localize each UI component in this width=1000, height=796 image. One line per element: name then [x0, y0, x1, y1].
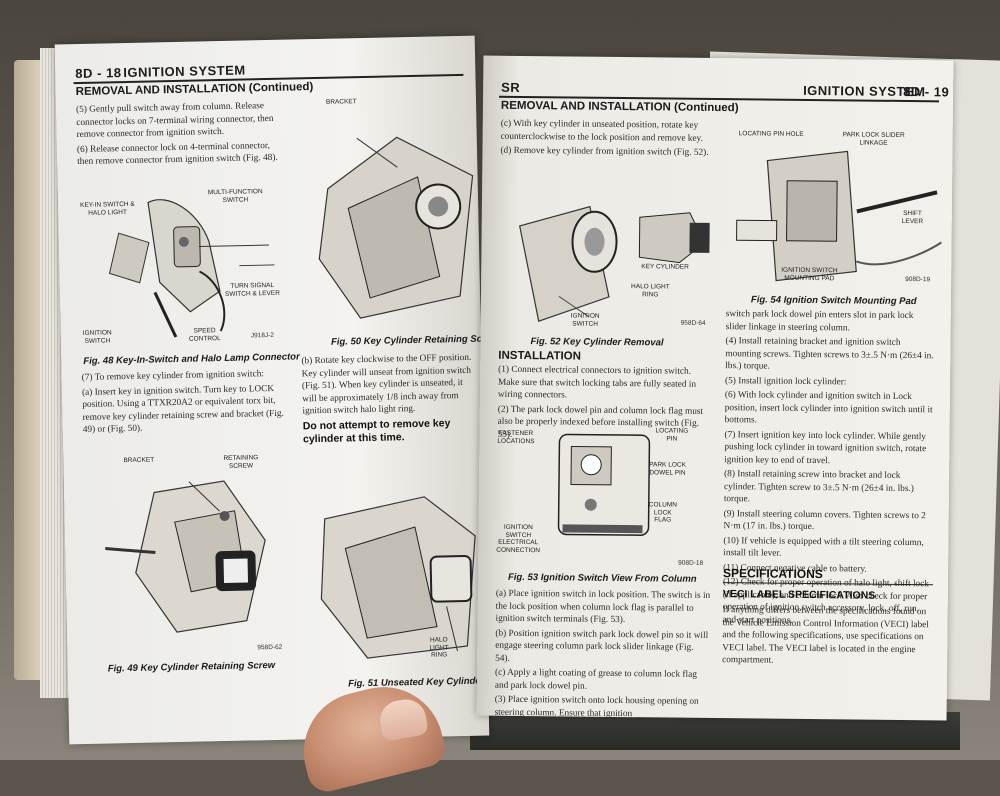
fig52-caption: Fig. 52 Key Cylinder Removal: [530, 336, 664, 349]
callout-locating-pin-hole: LOCATING PIN HOLE: [738, 130, 804, 138]
body-paragraphs: (c) With key cylinder in unseated positi…: [500, 118, 715, 162]
fig51-illustration: [320, 496, 476, 659]
paragraph: (7) Insert ignition key into lock cylind…: [724, 429, 927, 466]
fig50-illustration: [318, 136, 474, 319]
callout-shift-lever: SHIFT LEVER: [901, 209, 924, 225]
callout-park-lock-slider: PARK LOCK SLIDER LINKAGE: [842, 131, 905, 147]
paragraph: (a) Insert key in ignition switch. Turn …: [81, 383, 284, 435]
paragraph: (8) Install retaining screw into bracket…: [723, 469, 914, 505]
fig50-caption: Fig. 50 Key Cylinder Retaining Scre: [330, 333, 490, 348]
callout-ignition-switch: IGNITION SWITCH: [570, 312, 600, 328]
callout-ignition-switch-connection: IGNITION SWITCH ELECTRICAL CONNECTION: [496, 523, 541, 554]
figure-code: 908D-18: [678, 559, 704, 567]
body-paragraphs: (5) Gently pull switch away from column.…: [76, 100, 282, 171]
paragraph: (9) Install steering column covers. Tigh…: [723, 508, 926, 533]
fig49-illustration: [105, 480, 266, 633]
step-b-text: (b) Rotate key clockwise to the OFF posi…: [301, 352, 478, 446]
paragraph: (c) Apply a light coating of grease to c…: [494, 667, 697, 692]
fig51-caption: Fig. 51 Unseated Key Cylinder: [348, 675, 485, 690]
callout-column-lock-flag: COLUMN LOCK FLAG: [648, 501, 677, 524]
fig54-caption: Fig. 54 Ignition Switch Mounting Pad: [750, 294, 917, 308]
paragraph: (10) If vehicle is equipped with a tilt …: [723, 535, 924, 559]
callout-bracket: BRACKET: [123, 456, 155, 465]
running-header: IGNITION SYSTEM: [123, 62, 246, 81]
right-page: SR IGNITION SYSTEM 8D - 19 REMOVAL AND I…: [476, 55, 954, 721]
callout-key-cylinder: KEY CYLINDER: [641, 263, 689, 271]
callout-key-in-switch: KEY-IN SWITCH & HALO LIGHT: [80, 200, 135, 217]
paragraph: switch park lock dowel pin enters slot i…: [725, 309, 914, 333]
paragraph: (6) With lock cylinder and ignition swit…: [724, 390, 933, 426]
callout-bracket: BRACKET: [325, 98, 357, 106]
fig53-caption: Fig. 53 Ignition Switch View From Column: [507, 571, 697, 585]
fig48-illustration: [108, 199, 275, 338]
callout-multifunction-switch: MULTI-FUNCTION SWITCH: [207, 188, 263, 204]
veci-paragraph: If anything differs between the specific…: [722, 604, 933, 671]
callout-mounting-pad: IGNITION SWITCH MOUNTING PAD: [781, 266, 838, 282]
page-number: 8D - 18: [75, 65, 122, 82]
figure-code: 908D-19: [905, 275, 931, 284]
callout-turn-signal-switch: TURN SIGNAL SWITCH & LEVER: [224, 281, 280, 298]
paragraph: (d) Remove key cylinder from ignition sw…: [500, 145, 709, 158]
callout-halo-light-ring: HALO LIGHT RING: [429, 636, 449, 659]
section-title: REMOVAL AND INSTALLATION (Continued): [75, 81, 314, 99]
paragraph: (4) Install retaining bracket and igniti…: [725, 336, 934, 372]
specifications-heading: SPECIFICATIONS: [722, 566, 823, 582]
callout-halo-light-ring: HALO LIGHT RING: [631, 283, 670, 298]
figure-code: 958D-62: [257, 643, 283, 652]
left-page: 8D - 18 IGNITION SYSTEM REMOVAL AND INST…: [54, 35, 490, 745]
page-number: 8D - 19: [903, 83, 950, 100]
callout-speed-control: SPEED CONTROL: [188, 327, 221, 343]
paragraph: (1) Connect electrical connectors to ign…: [497, 364, 697, 401]
step7-text: (7) To remove key cylinder from ignition…: [82, 368, 288, 439]
installation-heading: INSTALLATION: [498, 349, 582, 363]
figure-code: J918J-2: [250, 331, 275, 340]
callout-fastener-locations: FASTENER LOCATIONS: [497, 429, 535, 445]
section-title: REMOVAL AND INSTALLATION (Continued): [500, 99, 739, 115]
callout-park-lock-dowel-pin: PARK LOCK DOWEL PIN: [649, 461, 686, 477]
fig53-illustration: [557, 433, 651, 536]
callout-ignition-switch: IGNITION SWITCH: [82, 329, 112, 345]
fig52-illustration: [518, 205, 710, 322]
fig54-illustration: [736, 150, 943, 282]
fig49-caption: Fig. 49 Key Cylinder Retaining Screw: [107, 659, 276, 675]
paragraph: If anything differs between the specific…: [722, 605, 929, 666]
running-header-left: SR: [501, 79, 521, 95]
paragraph: (a) Place ignition switch in lock positi…: [495, 588, 711, 626]
body-paragraphs: (a) Place ignition switch in lock positi…: [495, 588, 711, 721]
warning-text: Do not attempt to remove key cylinder at…: [302, 416, 451, 445]
fig48-caption: Fig. 48 Key-In-Switch and Halo Lamp Conn…: [83, 351, 300, 367]
paragraph: (c) With key cylinder in unseated positi…: [500, 118, 703, 144]
callout-retaining-screw: RETAINING SCREW: [223, 454, 259, 470]
paragraph: (5) Gently pull switch away from column.…: [75, 101, 274, 141]
callout-locating-pin: LOCATING PIN: [655, 427, 689, 443]
paragraph: (6) Release connector lock on 4-terminal…: [76, 140, 278, 168]
paragraph: (b) Position ignition switch park lock d…: [495, 628, 709, 664]
paragraph: (5) Install ignition lock cylinder:: [725, 375, 847, 387]
paragraph: (b) Rotate key clockwise to the OFF posi…: [301, 352, 472, 417]
figure-code: 958D-64: [680, 319, 706, 327]
veci-heading: VECI LABEL SPECIFICATIONS: [722, 588, 876, 602]
